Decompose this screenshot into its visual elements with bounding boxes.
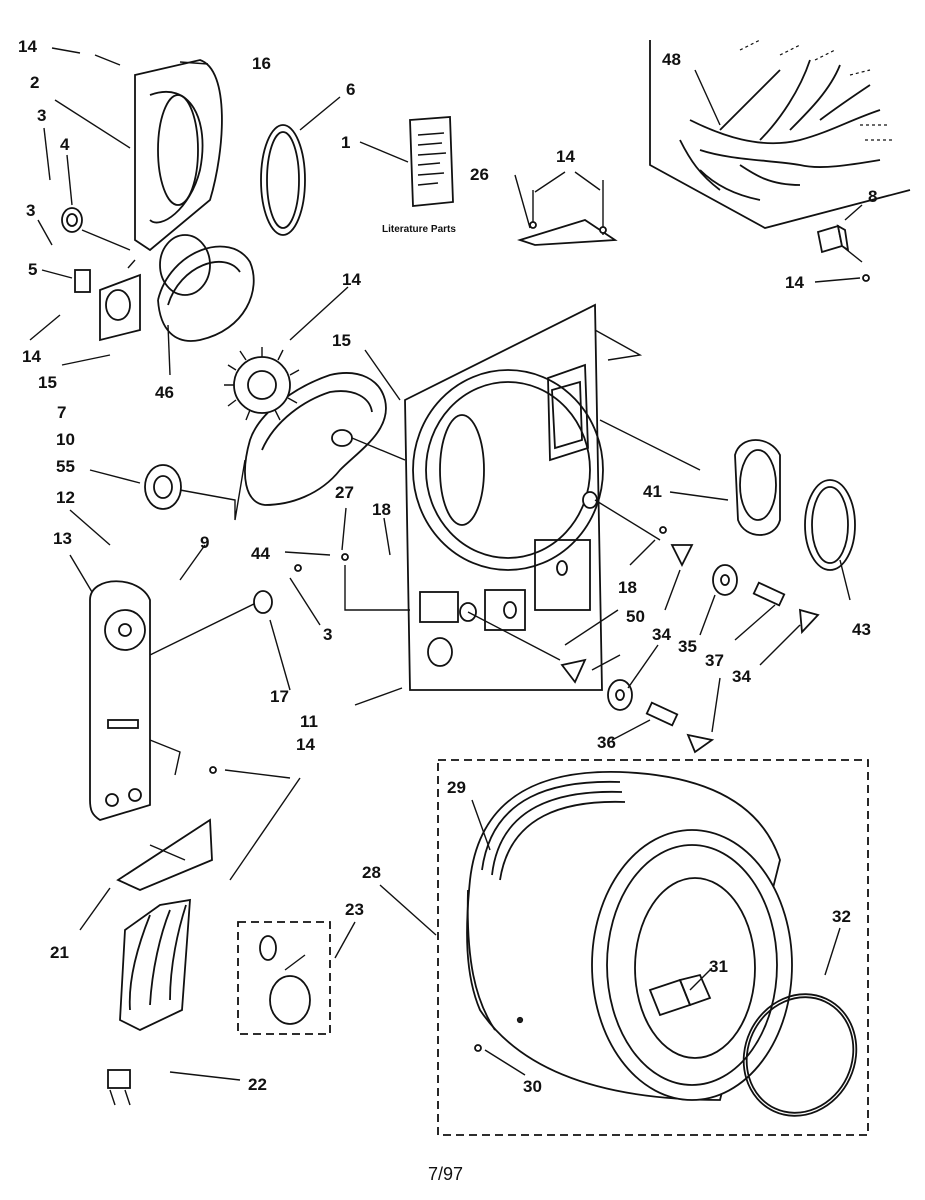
callout-15: 15 (38, 373, 57, 392)
callout-10: 10 (56, 430, 75, 449)
callout-12: 12 (56, 488, 75, 507)
callout-22: 22 (248, 1075, 267, 1094)
callout-43: 43 (852, 620, 871, 639)
callout-1: 1 (341, 133, 350, 152)
drum-assembly (437, 759, 869, 1136)
small-hardware-left (61, 207, 141, 342)
callout-14: 14 (22, 347, 41, 366)
callout-3: 3 (26, 201, 35, 220)
callout-8: 8 (868, 187, 877, 206)
callout-21: 21 (50, 943, 69, 962)
callout-17: 17 (270, 687, 289, 706)
callout-27: 27 (335, 483, 354, 502)
motor-pulley (144, 459, 246, 521)
bracket-plate (116, 818, 213, 891)
drum-seal (157, 234, 255, 342)
callout-26: 26 (470, 165, 489, 184)
callout-30: 30 (523, 1077, 542, 1096)
callout-29: 29 (447, 778, 466, 797)
callout-13: 13 (53, 529, 72, 548)
thermal-fuse (816, 224, 870, 282)
callout-14: 14 (342, 270, 361, 289)
literature-parts: Literature Parts (382, 116, 456, 235)
callout-34: 34 (732, 667, 751, 686)
wiring-harness (649, 39, 911, 229)
callout-55: 55 (56, 457, 75, 476)
callout-34: 34 (652, 625, 671, 644)
top-bracket (517, 180, 618, 246)
callout-36: 36 (597, 733, 616, 752)
front-panel (89, 580, 263, 821)
callout-6: 6 (346, 80, 355, 99)
callout-3: 3 (37, 106, 46, 125)
callout-28: 28 (362, 863, 381, 882)
callout-11: 11 (300, 712, 318, 731)
callout-14: 14 (556, 147, 575, 166)
callout-32: 32 (832, 907, 851, 926)
drum-rollers (560, 526, 820, 754)
callout-35: 35 (678, 637, 697, 656)
callout-16: 16 (252, 54, 271, 73)
leader-lines (29, 47, 863, 1081)
exhaust-vent (734, 439, 856, 571)
callout-7: 7 (57, 403, 66, 422)
bracket-parts-mid (209, 553, 410, 774)
callout-37: 37 (705, 651, 724, 670)
drive-belt (260, 124, 306, 236)
callout-15: 15 (332, 331, 351, 350)
literature-parts-label: Literature Parts (382, 224, 456, 235)
callout-2: 2 (30, 73, 39, 92)
callout-9: 9 (200, 533, 209, 552)
blower-wheel (224, 347, 300, 421)
callout-44: 44 (251, 544, 270, 563)
heater-element (107, 898, 191, 1106)
callout-50: 50 (626, 607, 645, 626)
callout-labels: 14 16 2 6 3 4 3 5 14 15 46 7 10 55 12 13… (18, 37, 877, 1096)
rear-bulkhead-panel (404, 303, 701, 691)
callout-48: 48 (662, 50, 681, 69)
callout-3: 3 (323, 625, 332, 644)
callout-23: 23 (345, 900, 364, 919)
callout-14: 14 (785, 273, 804, 292)
drum-rear-seal (742, 993, 858, 1117)
callout-14: 14 (296, 735, 315, 754)
callout-46: 46 (155, 383, 174, 402)
callout-4: 4 (60, 135, 70, 154)
hardware-kit (237, 921, 331, 1035)
callout-31: 31 (709, 957, 728, 976)
callout-18: 18 (372, 500, 391, 519)
callout-5: 5 (28, 260, 37, 279)
callout-18: 18 (618, 578, 637, 597)
duct-panel (134, 59, 223, 252)
callout-41: 41 (643, 482, 662, 501)
footer-date: 7/97 (428, 1164, 463, 1184)
callout-14: 14 (18, 37, 37, 56)
